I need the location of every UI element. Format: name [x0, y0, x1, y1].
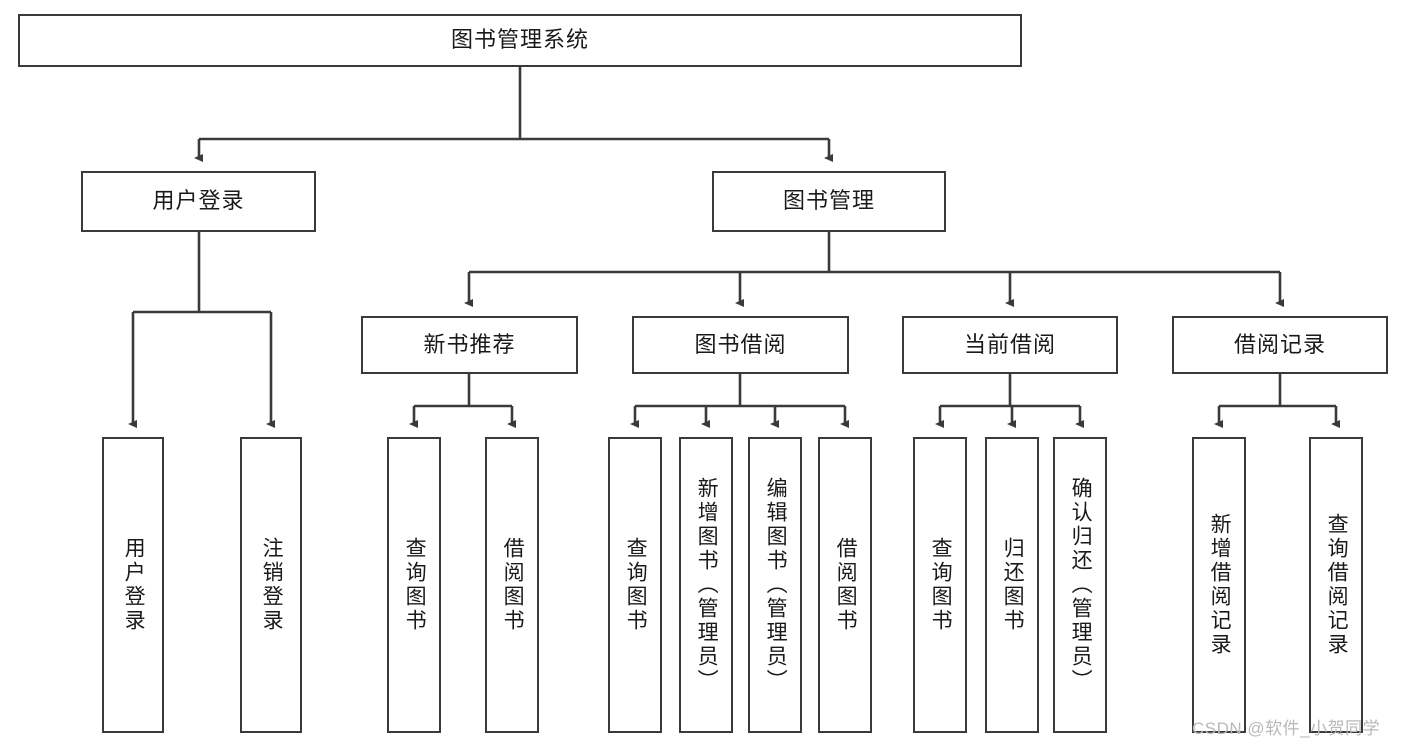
- node-leaf-add-book-admin[interactable]: 新增图书（管理员）: [679, 437, 733, 733]
- node-book-borrow-label: 图书借阅: [694, 331, 787, 357]
- node-leaf-return-book[interactable]: 归还图书: [985, 437, 1039, 733]
- node-leaf-logout[interactable]: 注销登录: [240, 437, 302, 733]
- node-current-borrow-label: 当前借阅: [963, 331, 1056, 357]
- node-user-login[interactable]: 用户登录: [81, 171, 316, 232]
- node-borrow-records[interactable]: 借阅记录: [1172, 316, 1388, 374]
- node-root[interactable]: 图书管理系统: [18, 14, 1022, 67]
- node-root-label: 图书管理系统: [450, 27, 589, 53]
- node-leaf-query-book-recommend[interactable]: 查询图书: [387, 437, 441, 733]
- node-leaf-borrow-book-recommend[interactable]: 借阅图书: [485, 437, 539, 733]
- node-leaf-query-book-label: 查询图书: [624, 537, 648, 633]
- node-leaf-query-book-current-label: 查询图书: [929, 537, 953, 633]
- node-book-borrow[interactable]: 图书借阅: [632, 316, 849, 374]
- node-borrow-records-label: 借阅记录: [1233, 331, 1326, 357]
- node-leaf-logout-label: 注销登录: [260, 537, 284, 633]
- node-leaf-edit-book-admin-label: 编辑图书（管理员）: [764, 477, 788, 693]
- node-leaf-add-borrow-record-label: 新增借阅记录: [1208, 513, 1232, 657]
- node-leaf-add-borrow-record[interactable]: 新增借阅记录: [1192, 437, 1246, 733]
- node-leaf-query-borrow-record[interactable]: 查询借阅记录: [1309, 437, 1363, 733]
- node-leaf-query-borrow-record-label: 查询借阅记录: [1325, 513, 1349, 657]
- node-new-book-recommend[interactable]: 新书推荐: [361, 316, 578, 374]
- node-new-book-recommend-label: 新书推荐: [423, 331, 516, 357]
- node-current-borrow[interactable]: 当前借阅: [902, 316, 1118, 374]
- node-leaf-edit-book-admin[interactable]: 编辑图书（管理员）: [748, 437, 802, 733]
- node-leaf-borrow-book-recommend-label: 借阅图书: [501, 537, 525, 633]
- node-leaf-borrow-book-label: 借阅图书: [834, 537, 858, 633]
- node-user-login-label: 用户登录: [152, 188, 245, 214]
- node-leaf-add-book-admin-label: 新增图书（管理员）: [695, 477, 719, 693]
- node-leaf-query-book-recommend-label: 查询图书: [403, 537, 427, 633]
- watermark-text: CSDN @软件_小贺同学: [1192, 719, 1381, 738]
- node-leaf-user-login[interactable]: 用户登录: [102, 437, 164, 733]
- node-book-management-label: 图书管理: [782, 188, 875, 214]
- node-leaf-confirm-return-admin-label: 确认归还（管理员）: [1069, 477, 1093, 693]
- node-book-management[interactable]: 图书管理: [712, 171, 946, 232]
- node-leaf-query-book-current[interactable]: 查询图书: [913, 437, 967, 733]
- node-leaf-confirm-return-admin[interactable]: 确认归还（管理员）: [1053, 437, 1107, 733]
- node-leaf-borrow-book[interactable]: 借阅图书: [818, 437, 872, 733]
- node-leaf-user-login-label: 用户登录: [122, 537, 146, 633]
- node-leaf-return-book-label: 归还图书: [1001, 537, 1025, 633]
- node-leaf-query-book[interactable]: 查询图书: [608, 437, 662, 733]
